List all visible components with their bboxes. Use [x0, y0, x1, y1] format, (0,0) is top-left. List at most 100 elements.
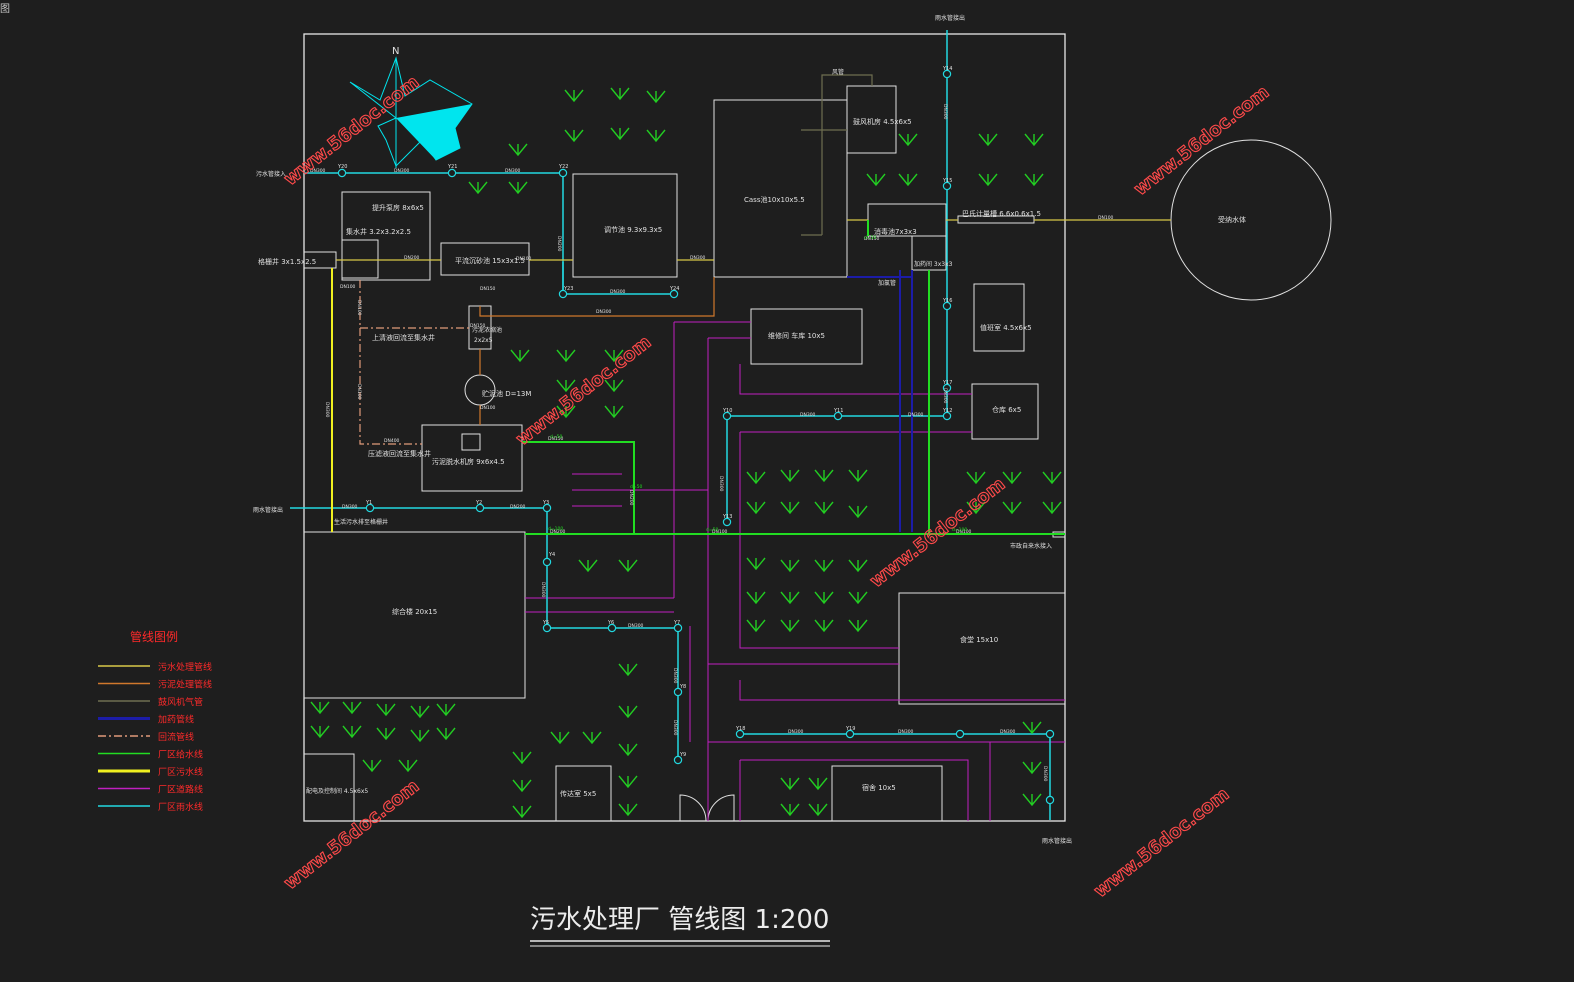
pipe-size-label: DN100 — [356, 384, 362, 400]
pipe-size-label: DN200 — [404, 255, 420, 261]
watermark-text: www.56doc.com — [866, 474, 1009, 592]
shrub-icon — [564, 89, 584, 103]
facility-label-sludge-dewater: 污泥脱水机房 9x6x4.5 — [432, 457, 505, 466]
manhole-label: Y5 — [542, 620, 549, 626]
pipe-size-label: DN300 — [898, 729, 914, 735]
manhole-icon — [673, 687, 683, 697]
shrub-icon — [848, 559, 868, 573]
shrub-icon — [512, 779, 532, 793]
pipe-size-label: DN200 — [510, 504, 526, 510]
shrub-icon — [512, 751, 532, 765]
manhole-icon — [1045, 795, 1055, 805]
manhole-icon — [955, 729, 965, 739]
canteen — [898, 592, 1066, 705]
facility-label-dorm: 宿舍 10x5 — [862, 783, 896, 792]
shrub-icon — [342, 701, 362, 715]
shrub-icon — [376, 727, 396, 741]
pipe-size-label: DN300 — [788, 729, 804, 735]
shrub-icon — [582, 731, 602, 745]
shrub-icon — [362, 759, 382, 773]
shrub-icon — [508, 143, 528, 157]
facility-label-air-pipe: 风管 — [832, 68, 844, 76]
shrub-icon — [780, 591, 800, 605]
pipe-size-label: DN300 — [342, 504, 358, 510]
legend-item-label: 厂区道路线 — [158, 784, 203, 796]
shrub-icon — [618, 663, 638, 677]
facility-label-lift-pump: 提升泵房 8x6x5 — [372, 203, 424, 212]
shrub-icon — [436, 703, 456, 717]
manhole-icon — [542, 623, 552, 633]
wind-rose-fill — [396, 104, 472, 160]
shrub-icon — [564, 129, 584, 143]
dewater-inner — [461, 433, 481, 451]
manhole-label: Y2 — [475, 500, 482, 506]
pipe-size-label: DN400 — [384, 438, 400, 444]
shrub-icon — [848, 619, 868, 633]
shrub-icon — [746, 591, 766, 605]
shrub-icon — [578, 559, 598, 573]
pipe-size-label: DN200 — [628, 490, 634, 506]
manhole-label: Y20 — [337, 164, 347, 170]
manhole-label: Y1 — [365, 500, 372, 506]
pipe-size-label: DN300 — [908, 412, 924, 418]
manhole-label: Y4 — [548, 552, 555, 558]
shrub-icon — [618, 743, 638, 757]
shrub-icon — [780, 501, 800, 515]
shrub-icon — [898, 133, 918, 147]
facility-label-blower: 鼓风机房 4.5x6x5 — [853, 117, 912, 126]
primary-tank — [572, 173, 678, 278]
shrub-icon — [814, 559, 834, 573]
shrub-icon — [746, 619, 766, 633]
shrub-icon — [468, 181, 488, 195]
facility-label-sludge-thicken-size: 2x2x5 — [474, 337, 493, 344]
shrub-icon — [556, 349, 576, 363]
manhole-group — [337, 69, 1055, 805]
sludge-dewater-house — [421, 424, 523, 492]
manhole-label: Y12 — [942, 408, 952, 414]
shrub-icon — [508, 181, 528, 195]
facility-label-filtrate-return: 压滤液回流至集水井 — [368, 449, 431, 458]
pipe-size-label: DN300 — [610, 289, 626, 295]
shrub-icon — [310, 701, 330, 715]
legend-item-label: 鼓风机气管 — [158, 696, 203, 708]
facility-label-office: 综合楼 20x15 — [392, 607, 437, 616]
shrub-icon — [410, 705, 430, 719]
manhole-label: Y8 — [679, 684, 686, 690]
legend-item-label: 加药管线 — [158, 714, 194, 726]
facility-label-primary: 调节池 9.3x9.3x5 — [604, 225, 662, 234]
legend-title: 管线图例 — [130, 629, 178, 644]
pipe-size-label: DN100 — [1098, 215, 1114, 221]
manhole-label: Y7 — [673, 620, 680, 626]
shrub-icon — [1024, 133, 1044, 147]
facility-label-flowmeter: 巴氏计量槽 6.6x0.6x1.5 — [962, 209, 1041, 218]
pipe-size-label: DN300 — [324, 402, 330, 418]
manhole-icon — [833, 411, 843, 421]
facility-label-duty: 值班室 4.5x6x5 — [980, 323, 1032, 332]
pipe-size-label: DN150 — [470, 323, 486, 329]
manhole-icon — [607, 623, 617, 633]
manhole-icon — [542, 557, 552, 567]
shrub-icon — [814, 469, 834, 483]
manhole-icon — [942, 181, 952, 191]
air-lines — [801, 74, 873, 236]
shrub-icon — [898, 173, 918, 187]
pipe-size-label: DN300 — [596, 309, 612, 315]
pipe-size-label: DN100 — [340, 284, 356, 290]
facility-label-power: 配电及控制间 4.5x6x5 — [306, 787, 368, 795]
shrub-icon — [610, 87, 630, 101]
main-gate — [679, 794, 735, 822]
shrub-icon — [1022, 761, 1042, 775]
facility-label-sewage-in: 污水管接入 — [256, 170, 286, 178]
pipe-size-label: DN150 — [864, 236, 880, 242]
manhole-icon — [1045, 729, 1055, 739]
pipe-size-label: DN300 — [1000, 729, 1016, 735]
shrub-icon — [1002, 471, 1022, 485]
pipe-size-label: DN300 — [718, 476, 724, 492]
dormitory — [831, 765, 943, 822]
manhole-label: Y17 — [942, 380, 952, 386]
dosing-lines — [847, 270, 913, 532]
pipe-size-label: DN300 — [690, 255, 706, 261]
watermark-text: www.56doc.com — [1090, 784, 1233, 902]
pipe-size-label: DN300 — [942, 104, 948, 120]
